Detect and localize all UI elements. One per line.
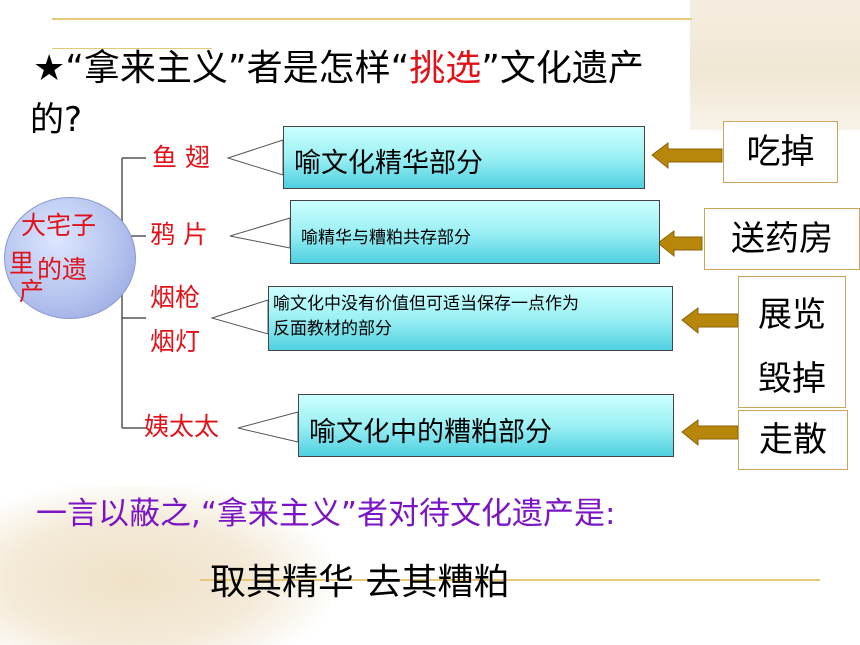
meaning-box-3: 喻文化中没有价值但可适当保存一点作为 反面教材的部分 xyxy=(268,286,673,351)
conclusion-text: 取其精华 去其糟粕 xyxy=(210,562,510,603)
bottom-divider xyxy=(200,579,820,581)
root-node: 大宅子 里 的遗 产 xyxy=(4,197,136,319)
answer-exhibit-destroy: 展览 毁掉 xyxy=(738,276,846,408)
meaning-text-4: 喻文化中的糟粕部分 xyxy=(309,417,552,448)
heading-part-2: ”文化遗产 xyxy=(481,48,644,89)
pen-decoration xyxy=(0,485,330,645)
root-line-2a: 里 xyxy=(9,249,35,278)
meaning-box-2: 喻精华与糟粕共存部分 xyxy=(290,200,660,264)
answer-pharmacy: 送药房 xyxy=(704,208,860,270)
branch-label-concubine: 姨太太 xyxy=(144,412,220,441)
root-line-1: 大宅子 xyxy=(21,211,97,240)
tree-decoration xyxy=(690,0,860,130)
summary-text: 一言以蔽之,“拿来主义”者对待文化遗产是: xyxy=(36,496,616,532)
answer-disperse: 走散 xyxy=(738,410,848,470)
star-icon: ★ xyxy=(33,48,66,89)
branch-label-shark-fin: 鱼 翅 xyxy=(152,143,210,172)
branch-label-pipe: 烟枪 xyxy=(150,283,201,312)
branch-label-opium: 鸦 片 xyxy=(150,220,208,249)
question-heading-line2: 的? xyxy=(30,100,83,140)
branch-label-lamp: 烟灯 xyxy=(150,327,201,356)
root-line-2b: 的遗 xyxy=(37,255,88,284)
meaning-box-1: 喻文化精华部分 xyxy=(283,126,645,189)
heading-accent: 挑选 xyxy=(409,48,482,89)
meaning-box-4: 喻文化中的糟粕部分 xyxy=(298,394,674,457)
heading-part-1: “拿来主义”者是怎样“ xyxy=(65,48,410,89)
top-divider-short xyxy=(52,48,212,49)
answer-eat: 吃掉 xyxy=(723,121,838,183)
arrows xyxy=(651,142,739,447)
meaning-text-2: 喻精华与糟粕共存部分 xyxy=(301,228,471,248)
meaning-text-3a: 喻文化中没有价值但可适当保存一点作为 xyxy=(273,294,579,314)
answer-destroy: 毁掉 xyxy=(758,359,826,399)
meaning-text-1: 喻文化精华部分 xyxy=(294,148,483,179)
bracket-lines xyxy=(121,157,146,429)
top-divider xyxy=(52,18,692,20)
root-line-3: 产 xyxy=(19,277,45,306)
question-heading: ★“拿来主义”者是怎样“挑选”文化遗产 xyxy=(33,46,644,92)
meaning-text-3b: 反面教材的部分 xyxy=(273,319,392,339)
answer-exhibit: 展览 xyxy=(758,295,826,335)
